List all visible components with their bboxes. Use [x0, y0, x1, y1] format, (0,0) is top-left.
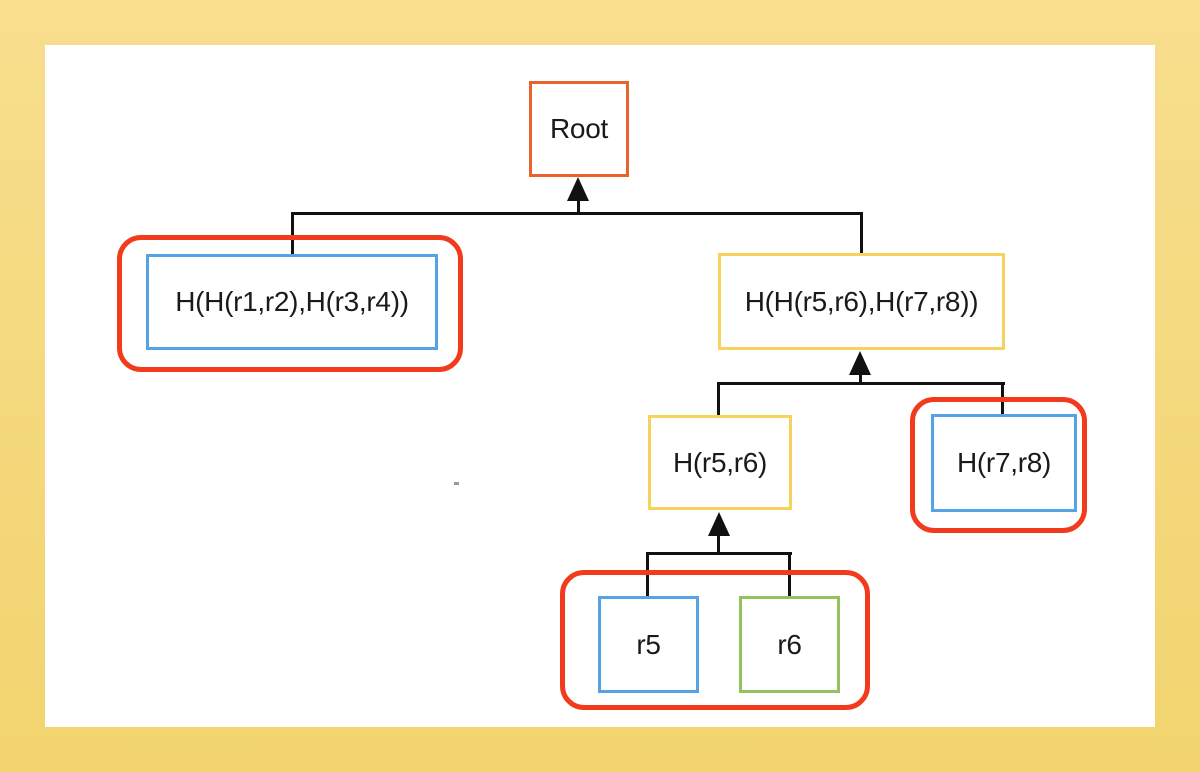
node-left-hash-label: H(H(r1,r2),H(r3,r4)): [175, 286, 409, 317]
node-right-hash-label: H(H(r5,r6),H(r7,r8)): [744, 285, 979, 317]
connector-h-r5r6-stem: [717, 534, 720, 554]
stray-mark: [454, 482, 459, 485]
connector-left-child-drop: [291, 212, 294, 255]
node-r5: r5: [598, 596, 699, 693]
node-h-r7r8-label: H(r7,r8): [956, 447, 1052, 478]
connector-right-child-stem: [859, 372, 862, 384]
connector-h-r7r8-drop: [1001, 382, 1004, 415]
node-root: Root: [529, 81, 629, 177]
arrow-up-to-h-r5r6-icon: [708, 512, 730, 536]
arrow-up-to-root-icon: [567, 177, 589, 201]
arrow-up-to-right-hash-icon: [849, 351, 871, 375]
connector-r6-drop: [788, 552, 791, 597]
connector-right-child-drop: [860, 212, 863, 254]
node-r5-label: r5: [636, 628, 661, 660]
connector-r5-drop: [646, 552, 649, 597]
node-r6: r6: [739, 596, 840, 693]
node-h-r5r6: H(r5,r6): [648, 415, 792, 510]
node-r6-label: r6: [777, 628, 802, 660]
node-h-r5r6-label: H(r5,r6): [672, 446, 768, 478]
node-right-hash: H(H(r5,r6),H(r7,r8)): [718, 253, 1005, 350]
connector-h-r5r6-drop: [717, 382, 720, 416]
node-left-hash: H(H(r1,r2),H(r3,r4)): [146, 254, 438, 350]
connector-root-stem: [577, 199, 580, 214]
connector-root-horizontal: [291, 212, 862, 215]
node-h-r7r8: H(r7,r8): [931, 414, 1077, 512]
node-root-label: Root: [550, 113, 608, 144]
